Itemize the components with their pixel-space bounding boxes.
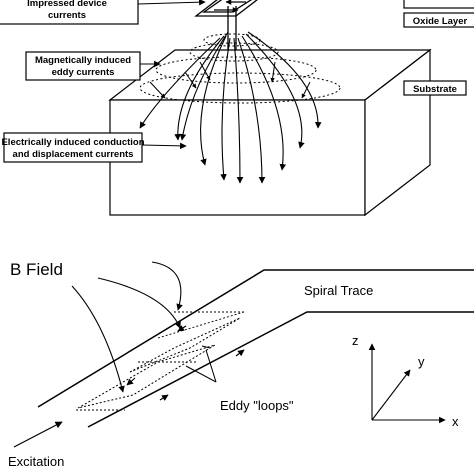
impressed-currents-label: Impressed device currents <box>0 0 206 25</box>
substrate-block <box>108 48 432 217</box>
eddy-current-direction-arrows <box>149 61 311 99</box>
eddy-loops-label: Eddy "loops" <box>220 398 294 413</box>
b-field-title: B Field <box>10 260 63 279</box>
eddy-currents-label: Magnetically induced eddy currents <box>25 51 161 81</box>
trace-current-arrows <box>126 325 245 401</box>
eddy-loops <box>77 317 241 409</box>
impressed-line-1: Impressed device <box>27 0 107 9</box>
electric-line-2: and displacement currents <box>13 149 134 160</box>
b-field-arrows <box>71 261 183 393</box>
conduction-current-arrows <box>139 31 322 184</box>
oxide-layer-label: Oxide Layer <box>403 12 474 28</box>
impressed-line-2: currents <box>48 10 86 21</box>
axis-x-label: x <box>452 414 459 429</box>
substrate-label: Substrate <box>403 80 467 96</box>
magnetic-line-1: Magnetically induced <box>35 55 131 66</box>
trace-inner-boundary <box>76 311 245 411</box>
excitation-arrow <box>13 421 63 448</box>
excitation-label: Excitation <box>8 454 64 469</box>
oxide-text: Oxide Layer <box>413 16 468 27</box>
spiral-trace-label: Spiral Trace <box>304 283 373 298</box>
electric-line-1: Electrically induced conduction <box>1 137 144 148</box>
xyz-axes <box>368 343 446 424</box>
eddy-loop-pointers <box>185 349 217 383</box>
eddy-pointer-tick <box>201 345 211 349</box>
legend-top-swatch <box>403 0 474 9</box>
substrate-text: Substrate <box>413 84 457 95</box>
magnetic-line-2: eddy currents <box>52 67 115 78</box>
axis-y-label: y <box>418 354 425 369</box>
axis-z-label: z <box>352 333 359 348</box>
conduction-currents-label: Electrically induced conduction and disp… <box>1 132 187 163</box>
